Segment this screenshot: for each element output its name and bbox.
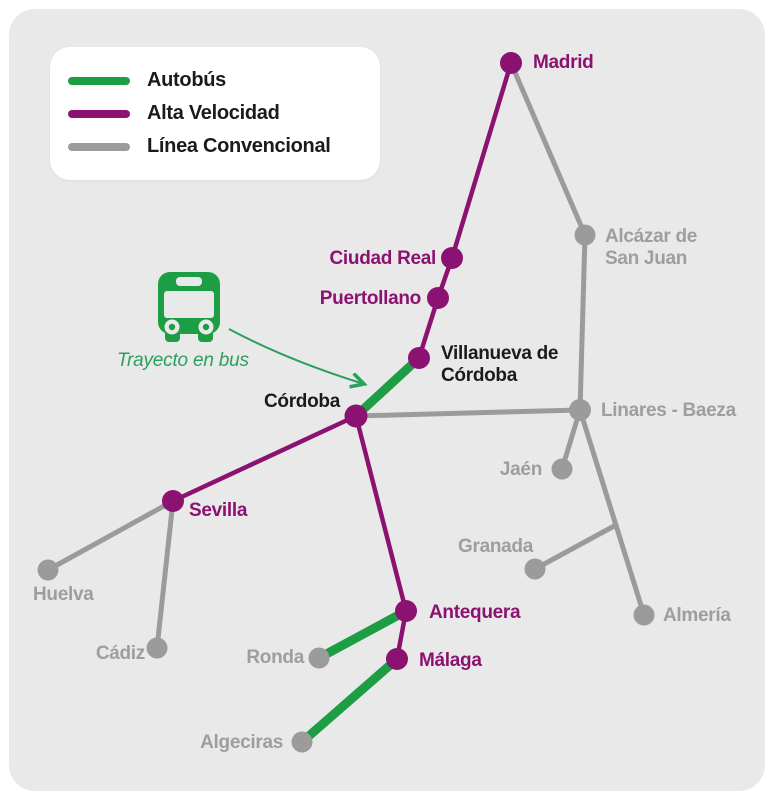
station-label-line: Málaga [419,650,482,671]
station-label-line: Córdoba [441,365,518,386]
station-label-antequera: Antequera [429,602,521,624]
station-label-puertollano: Puertollano [319,288,422,310]
station-node-alcazar [574,224,596,246]
station-label-malaga: Málaga [419,650,482,672]
legend-item-autobus: Autobús [68,69,380,92]
station-label-line: Granada [458,536,533,557]
station-label-granada: Granada [458,536,533,558]
station-label-cadiz: Cádiz [96,643,145,665]
legend-label-alta-velocidad: Alta Velocidad [147,102,280,124]
station-node-puertollano [427,287,449,309]
bus-annotation-arrow [228,328,364,384]
station-node-ciudad-real [441,247,463,269]
station-node-cadiz [146,637,168,659]
station-label-line: Madrid [533,52,594,73]
line-sevilla-cadiz [154,498,176,651]
station-label-line: San Juan [605,248,688,269]
station-node-sevilla [162,490,184,512]
station-node-linares [569,399,591,421]
line-alcazar-linares [577,232,588,413]
bus-line-swatch [68,76,130,85]
station-node-almeria [633,604,655,626]
station-label-huelva: Huelva [33,584,94,606]
station-node-antequera [395,600,417,622]
bus-segment-villanueva-cordoba [351,353,424,421]
station-node-cordoba [344,404,368,428]
station-label-line: Jaén [499,459,542,480]
station-node-villanueva [408,347,430,369]
line-madrid-alcazar [508,60,588,238]
bus-icon [158,272,220,342]
station-label-line: Almería [663,605,731,626]
line-sevilla-huelva [45,498,176,573]
station-label-line: Puertollano [319,288,422,309]
station-label-line: Villanueva de [441,343,559,364]
high-speed-line-swatch [68,109,130,118]
legend-item-linea-convencional: Línea Convencional [68,135,380,158]
line-branch-granada [532,522,619,572]
station-node-huelva [37,559,59,581]
station-node-ronda [308,647,330,669]
bus-annotation-label: Trayecto en bus [117,350,249,371]
conventional-line-swatch [68,142,130,151]
station-label-line: Cádiz [95,643,145,664]
station-node-algeciras [291,731,313,753]
station-label-ciudad-real: Ciudad Real [330,248,437,270]
station-label-line: Córdoba [263,391,340,412]
legend: Autobús Alta Velocidad Línea Convenciona… [50,47,380,180]
bus-segment-ronda-antequera [314,606,411,663]
station-label-algeciras: Algeciras [200,732,283,754]
station-label-line: Alcázar de [605,226,698,247]
conventional-lines [45,60,647,651]
station-label-villanueva: Villanueva de Córdoba [441,343,559,387]
legend-label-linea-convencional: Línea Convencional [147,135,331,157]
station-node-jaen [551,458,573,480]
legend-label-autobus: Autobús [147,69,226,91]
line-madrid-villanueva [416,60,514,361]
station-label-linares: Linares - Baeza [601,400,736,422]
line-linares-almeria [577,407,647,618]
station-label-line: Antequera [429,602,521,623]
station-label-line: Algeciras [200,732,283,753]
bus-segments [297,353,424,747]
station-label-line: Linares - Baeza [601,400,736,421]
legend-item-alta-velocidad: Alta Velocidad [68,102,380,125]
station-label-ronda: Ronda [246,647,304,669]
station-node-madrid [500,52,522,74]
line-cordoba-linares [353,407,583,419]
station-label-alcazar: Alcázar de San Juan [605,226,697,270]
station-nodes [37,52,655,753]
station-node-malaga [386,648,408,670]
station-label-jaen: Jaén [500,459,542,481]
line-cordoba-sevilla [170,413,359,504]
station-label-line: Ciudad Real [329,248,437,269]
station-label-cordoba: Córdoba [264,391,340,413]
station-label-line: Ronda [246,647,304,668]
bus-segment-malaga-algeciras [297,654,402,747]
station-label-sevilla: Sevilla [189,500,247,522]
station-label-line: Sevilla [189,500,248,521]
station-label-madrid: Madrid [533,52,594,74]
station-node-granada [524,558,546,580]
station-label-almeria: Almería [663,605,731,627]
station-label-line: Huelva [33,584,94,605]
